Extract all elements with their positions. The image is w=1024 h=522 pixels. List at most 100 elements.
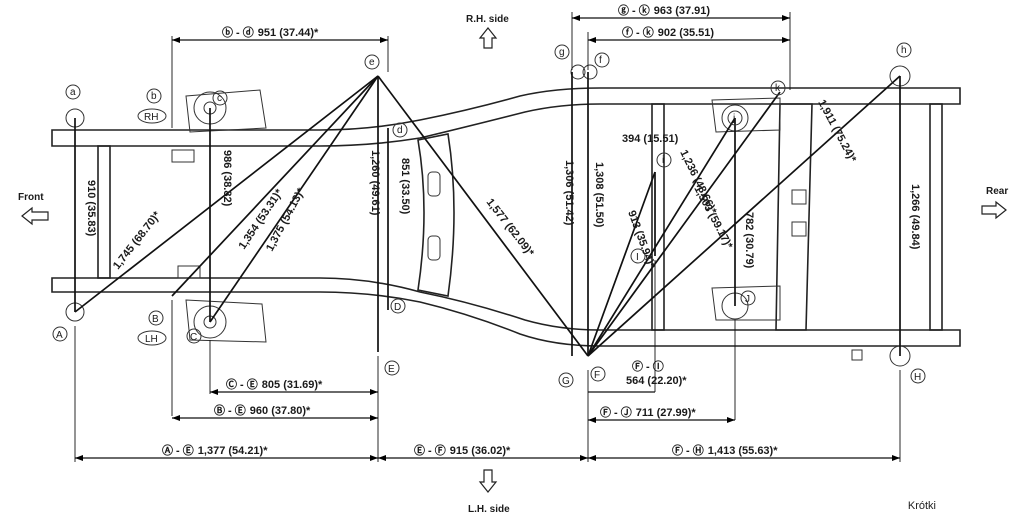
dim-label-j-F: 1,236 (48.66)* bbox=[677, 148, 719, 217]
dim-label-f-F: 1,308 (51.50) bbox=[593, 162, 605, 228]
bottom-dimension-lines bbox=[74, 260, 901, 462]
label-B: B bbox=[148, 310, 164, 326]
front-crossmember bbox=[97, 145, 111, 279]
dim-label-i-F: 394 (15.51) bbox=[622, 133, 679, 145]
line-h-F bbox=[587, 75, 901, 357]
label-F-text: F bbox=[594, 370, 600, 381]
label-j: j bbox=[727, 110, 743, 126]
lh-tag-text: LH bbox=[145, 334, 158, 345]
rh-side-arrow bbox=[478, 27, 498, 49]
lh-tag: LH bbox=[137, 330, 167, 346]
caption-text: Krótki bbox=[907, 500, 936, 512]
label-I-text: I bbox=[636, 252, 639, 263]
measurement-lines bbox=[74, 72, 901, 357]
line-e-F bbox=[377, 75, 589, 357]
label-d-text: d bbox=[397, 125, 403, 136]
direction-arrows bbox=[21, 27, 1007, 493]
dim-label-a-A: 910 (35.83) bbox=[85, 180, 97, 237]
label-k-text: k bbox=[775, 83, 781, 94]
frame-structure bbox=[51, 87, 961, 361]
lh-rail bbox=[51, 277, 961, 347]
lh-side-arrow bbox=[478, 469, 498, 493]
label-E-text: E bbox=[388, 364, 395, 375]
label-d: d bbox=[392, 122, 408, 138]
dim-label-c-C: 986 (38.82) bbox=[221, 150, 233, 207]
line-e-B bbox=[171, 75, 379, 297]
vertical-dim-labels: 910 (35.83) 986 (38.82) 1,260 (49.61) 85… bbox=[85, 133, 921, 269]
label-e-text: e bbox=[369, 57, 375, 68]
label-A: A bbox=[52, 326, 68, 342]
center-crossmember bbox=[651, 103, 665, 331]
line-e-C bbox=[209, 75, 379, 323]
front-arrow bbox=[21, 206, 49, 226]
label-a: a bbox=[65, 84, 81, 100]
label-J-text: J bbox=[745, 294, 750, 305]
label-g: g bbox=[554, 44, 570, 60]
rh-tag-text: RH bbox=[144, 112, 158, 123]
dim-label-F-I-value: 564 (22.20)* bbox=[626, 375, 687, 387]
label-k: k bbox=[770, 80, 786, 96]
top-dimension-lines bbox=[171, 12, 791, 128]
point-labels: a b c d e f g h i j k A B C D E F G H I … bbox=[52, 42, 926, 388]
label-i-text: i bbox=[662, 155, 664, 166]
front-label: Front bbox=[18, 192, 44, 203]
rear-label: Rear bbox=[986, 186, 1008, 197]
rh-rail bbox=[51, 87, 961, 147]
dim-label-j-J: 782 (30.79) bbox=[743, 212, 755, 269]
point-markers bbox=[65, 64, 911, 367]
label-E: E bbox=[384, 360, 400, 376]
label-H-text: H bbox=[914, 372, 921, 383]
rear-arrow bbox=[981, 200, 1007, 220]
label-G-text: G bbox=[562, 376, 570, 387]
rear-end-crossmember bbox=[929, 103, 943, 331]
label-I: I bbox=[630, 248, 646, 264]
label-C-text: C bbox=[190, 332, 197, 343]
line-j-F bbox=[587, 117, 736, 357]
label-g-text: g bbox=[559, 47, 565, 58]
label-B-text: B bbox=[152, 314, 159, 325]
label-a-text: a bbox=[70, 87, 76, 98]
label-c-text: c bbox=[217, 93, 222, 104]
dim-label-e-E: 1,260 (49.61) bbox=[369, 150, 381, 216]
label-A-text: A bbox=[56, 330, 63, 341]
line-i-F bbox=[587, 171, 656, 357]
label-H: H bbox=[910, 368, 926, 384]
label-b: b bbox=[146, 88, 162, 104]
dim-label-F-I-points: Ⓕ - Ⓘ bbox=[632, 359, 664, 373]
label-f: f bbox=[594, 52, 610, 68]
dim-label-d-D: 851 (33.50) bbox=[399, 158, 411, 215]
label-j-text: j bbox=[732, 113, 735, 124]
label-h-text: h bbox=[901, 45, 907, 56]
label-J: J bbox=[740, 290, 756, 306]
line-k-F bbox=[587, 91, 781, 357]
dim-label-g-G: 1,306 (51.42) bbox=[563, 160, 575, 226]
line-e-A bbox=[74, 75, 379, 313]
rear-crossmember bbox=[775, 103, 813, 331]
lh-side-label: L.H. side bbox=[468, 504, 510, 515]
label-G: G bbox=[558, 372, 574, 388]
label-c: c bbox=[212, 90, 228, 106]
rh-tag: RH bbox=[137, 108, 167, 124]
label-i: i bbox=[656, 152, 672, 168]
label-D: D bbox=[390, 298, 406, 314]
mid-crossmember bbox=[417, 133, 455, 297]
label-h: h bbox=[896, 42, 912, 58]
label-C: C bbox=[186, 328, 202, 344]
dim-label-h-F: 1,911 (75.24)* bbox=[815, 98, 858, 165]
dim-label-h-H: 1,266 (49.84) bbox=[909, 184, 921, 250]
label-e: e bbox=[364, 54, 380, 70]
label-F: F bbox=[590, 366, 606, 382]
label-f-text: f bbox=[599, 55, 602, 66]
